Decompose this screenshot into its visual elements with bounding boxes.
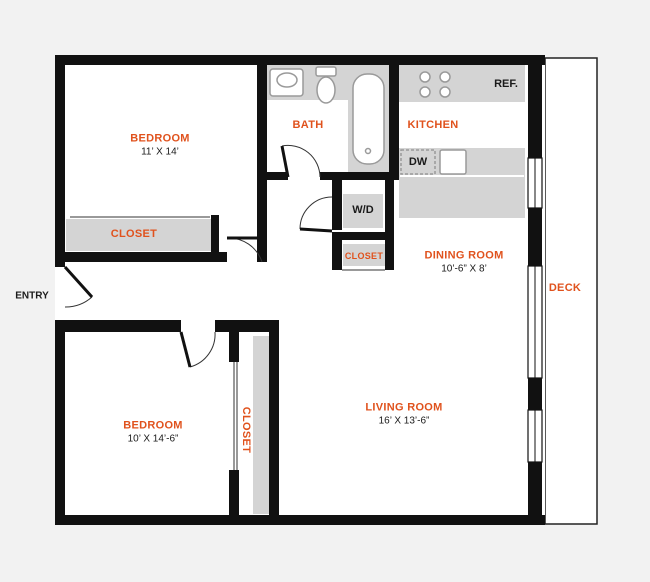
washer-dryer [343,194,383,228]
closet-small-floor [343,244,385,266]
living-dims: 16’ X 13’-6” [378,415,430,427]
entry-label: ENTRY [15,290,49,302]
wall-bath-kitchen [389,55,399,180]
washer-dryer-label: W/D [352,204,374,216]
wall-bedroom1-bottom [55,252,227,262]
wall-bottom [55,515,545,525]
wall-left-upper [55,55,65,267]
bedroom2-dims: 10’ X 14’-6” [127,433,179,445]
dining-name: DINING ROOM [424,249,504,262]
wall-top [55,55,545,65]
wall-right-c [528,378,542,410]
living-name: LIVING ROOM [365,401,443,414]
door-leaves [63,145,333,368]
toilet-tank [315,66,337,77]
wall-bedroom2-right [269,320,279,525]
wall-right-d [528,462,542,525]
wall-left-lower [55,320,65,525]
kitchen-label: KITCHEN [407,119,459,131]
wall-bath-wd [320,172,390,180]
deck-label: DECK [548,282,582,294]
wall-bedroom1-bath [257,55,267,177]
tub-inner [352,73,385,165]
wall-closet2-left [229,332,239,362]
closet2-bifold [233,362,238,470]
wall-wd-right [385,180,394,270]
wall-right-b [528,208,542,266]
wall-bath-bottom [264,172,288,180]
interior-floor [55,55,545,525]
wall-closet-small-top [332,232,394,240]
refrigerator [482,65,525,102]
dishwasher-outline [400,149,436,175]
kitchen-sink [439,149,467,175]
wall-bedroom2-top-b [215,320,278,332]
wall-closet1-right [211,215,219,255]
closet2-shelf [253,336,269,514]
toilet-bowl [316,76,336,104]
walls [55,55,545,525]
wall-closet2-left-low [229,470,239,520]
bedroom2-name: BEDROOM [123,419,183,432]
dishwasher-label: DW [408,156,428,168]
wall-right-a [528,55,542,158]
closet-small-label: CLOSET [344,251,384,261]
refrigerator-label: REF. [494,78,518,90]
closet1-label: CLOSET [110,228,158,240]
dining-label: DINING ROOM 10’-6” X 8’ [424,250,503,275]
closet2-label: CLOSET [240,406,252,454]
bath-label: BATH [292,119,324,131]
wall-wd-left [332,172,342,230]
wall-bedroom1-hall [257,177,267,262]
living-label: LIVING ROOM 16’ X 13’-6” [365,402,442,427]
wall-bedroom2-top-a [55,320,181,332]
sink-bowl [276,72,298,88]
tub-drain [364,147,372,155]
kitchen-counter [399,65,482,102]
closet1-shelf [66,219,213,251]
dining-dims: 10’-6” X 8’ [441,263,487,275]
fixture-details [269,66,524,177]
bedroom1-dims: 11’ X 14’ [141,146,179,158]
bedroom1-label: BEDROOM 11’ X 14’ [130,133,190,158]
deck-area [544,57,598,525]
stove-burners [419,71,451,98]
wall-closet-small-left [332,232,342,270]
bedroom2-label: BEDROOM 10’ X 14’-6” [123,420,183,445]
bedroom1-name: BEDROOM [130,132,190,145]
